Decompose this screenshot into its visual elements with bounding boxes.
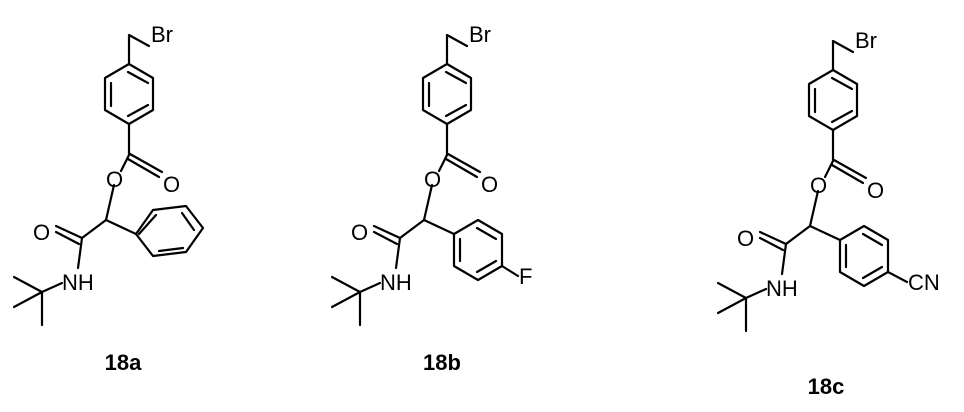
amide-oxygen-label: O bbox=[737, 226, 754, 251]
amide-oxygen-label: O bbox=[33, 220, 50, 245]
bond bbox=[104, 218, 138, 236]
fluorine-label: F bbox=[519, 264, 532, 289]
ester-oxygen-label: O bbox=[106, 167, 123, 192]
amide-nh-label: NH bbox=[766, 276, 798, 301]
compound-label: 18b bbox=[423, 350, 461, 375]
bond bbox=[780, 242, 788, 276]
ester-oxygen-label: O bbox=[810, 173, 827, 198]
aromatic-bond bbox=[458, 226, 498, 274]
bromine-label: Br bbox=[151, 22, 173, 47]
bond bbox=[500, 264, 520, 278]
bond bbox=[398, 218, 426, 240]
compound-label: 18c bbox=[808, 374, 845, 399]
bond bbox=[76, 236, 84, 270]
bond bbox=[358, 281, 382, 294]
aromatic-bond bbox=[844, 232, 884, 280]
molecule-18c: Br O O O NH CN 18c bbox=[716, 28, 940, 399]
molecule-18b: Br O O O NH F 18b bbox=[330, 22, 532, 375]
aromatic-bond bbox=[109, 70, 150, 118]
bromine-label: Br bbox=[469, 22, 491, 47]
aromatic-bond bbox=[813, 76, 854, 124]
carbonyl-oxygen-label: O bbox=[867, 178, 884, 203]
molecule-18a: Br O O O NH 18a bbox=[12, 22, 205, 375]
bond bbox=[808, 224, 842, 242]
cyano-label: CN bbox=[908, 270, 940, 295]
amide-nh-label: NH bbox=[62, 270, 94, 295]
ester-oxygen-label: O bbox=[424, 167, 441, 192]
bond bbox=[716, 281, 748, 333]
carbonyl-oxygen-label: O bbox=[481, 172, 498, 197]
bond bbox=[104, 183, 116, 222]
carbonyl-oxygen-label: O bbox=[163, 172, 180, 197]
bond bbox=[444, 152, 482, 179]
bond bbox=[744, 287, 768, 300]
bond bbox=[372, 224, 402, 246]
amide-oxygen-label: O bbox=[351, 220, 368, 245]
bond bbox=[823, 159, 835, 179]
bond bbox=[40, 281, 64, 294]
bond bbox=[830, 158, 868, 185]
bond bbox=[886, 270, 909, 284]
bond bbox=[758, 230, 788, 252]
bond bbox=[127, 33, 151, 66]
bond bbox=[445, 33, 469, 66]
bond bbox=[808, 189, 820, 228]
bond bbox=[119, 153, 131, 173]
aromatic-bond bbox=[137, 211, 196, 253]
phenyl-ring bbox=[134, 204, 205, 258]
amide-nh-label: NH bbox=[380, 270, 412, 295]
bond bbox=[422, 183, 434, 222]
bond bbox=[54, 224, 84, 246]
bond bbox=[126, 152, 164, 179]
bond bbox=[422, 218, 456, 236]
bond bbox=[784, 224, 812, 246]
bond bbox=[437, 153, 449, 173]
aromatic-bond bbox=[427, 70, 468, 118]
bond bbox=[330, 275, 362, 327]
bromine-label: Br bbox=[855, 28, 877, 53]
bond bbox=[12, 275, 44, 327]
compound-label: 18a bbox=[105, 350, 142, 375]
bond bbox=[394, 236, 402, 270]
bond bbox=[831, 39, 855, 72]
bond bbox=[80, 218, 108, 240]
